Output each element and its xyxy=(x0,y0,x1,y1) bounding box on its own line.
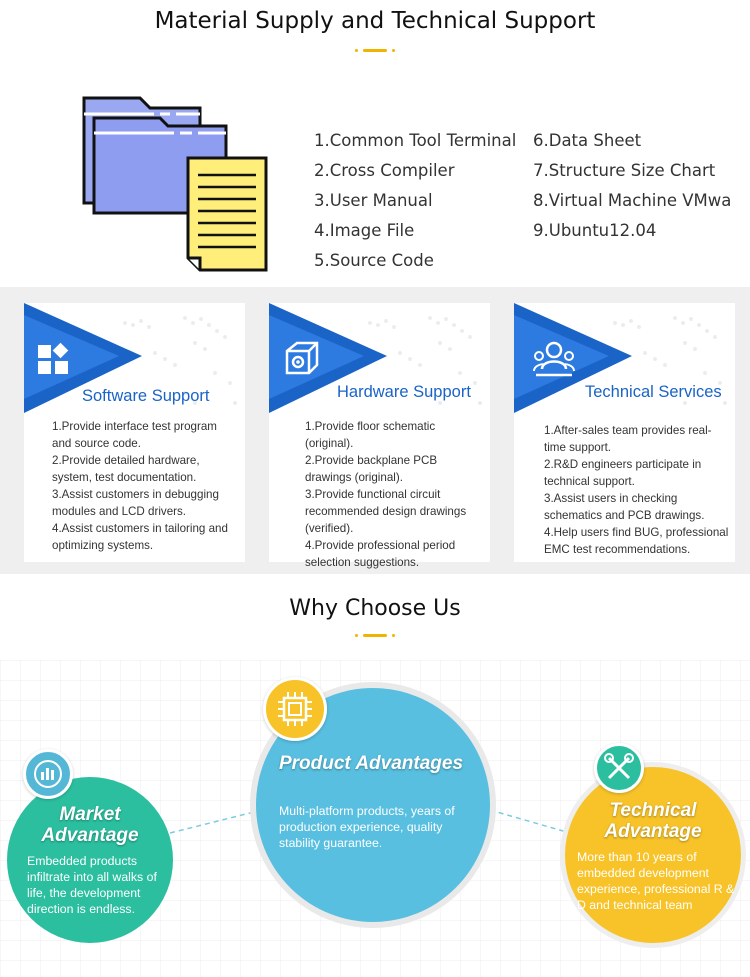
card-line: 2.R&D engineers participate in technical… xyxy=(544,458,702,488)
technical-advantage-body: More than 10 years of embedded developme… xyxy=(577,850,735,912)
material-list-left: 1.Common Tool Terminal 2.Cross Compiler … xyxy=(314,126,516,276)
title-line: Advantage xyxy=(41,825,139,846)
card-line: 2.Provide detailed hardware, system, tes… xyxy=(52,454,200,484)
material-item: 4.Image File xyxy=(314,221,415,240)
title-line: Market xyxy=(59,804,121,825)
material-item: 3.User Manual xyxy=(314,191,433,210)
hardware-support-card: Hardware Support 1.Provide floor schemat… xyxy=(269,303,490,569)
card-body: 1.Provide interface test program and sou… xyxy=(52,418,239,554)
team-people-icon xyxy=(533,341,575,377)
card-line: 1.After-sales team provides real-time su… xyxy=(544,424,712,454)
world-map-decoration xyxy=(613,316,727,405)
card-body: 1.After-sales team provides real-time su… xyxy=(544,422,729,558)
product-advantage-title: Product Advantages xyxy=(278,753,464,774)
building-chart-icon xyxy=(34,760,62,788)
section-title-why: Why Choose Us xyxy=(289,596,461,621)
support-section: Software Support 1.Provide interface tes… xyxy=(0,287,750,574)
folder-document-icon xyxy=(82,96,268,272)
tools-wrench-icon xyxy=(604,753,634,780)
technical-advantage-title: Technical Advantage xyxy=(570,800,736,842)
hardware-gear-icon xyxy=(285,341,319,375)
card-title: Hardware Support xyxy=(337,383,471,401)
world-map-decoration xyxy=(123,316,237,405)
section-title-material: Material Supply and Technical Support xyxy=(154,8,596,34)
chip-icon xyxy=(278,692,312,726)
title-divider xyxy=(355,47,395,53)
title-line: Technical xyxy=(609,800,697,821)
card-body: 1.Provide floor schematic (original). 2.… xyxy=(305,418,484,571)
card-line: 3.Assist users in checking schematics an… xyxy=(544,492,705,522)
material-list-right: 6.Data Sheet 7.Structure Size Chart 8.Vi… xyxy=(533,126,731,246)
card-line: 4.Help users find BUG, professional EMC … xyxy=(544,526,729,556)
card-line: 4.Provide professional period selection … xyxy=(305,539,456,569)
title-divider xyxy=(355,632,395,638)
material-item: 7.Structure Size Chart xyxy=(533,161,716,180)
blue-arrow-banner xyxy=(24,303,142,413)
technical-advantage-circle xyxy=(560,762,746,948)
material-item: 8.Virtual Machine VMwa xyxy=(533,191,732,210)
material-item: 5.Source Code xyxy=(314,251,434,270)
market-advantage-body: Embedded products infiltrate into all wa… xyxy=(27,854,157,916)
material-item: 9.Ubuntu12.04 xyxy=(533,221,657,240)
card-line: 3.Assist customers in debugging modules … xyxy=(52,488,219,518)
card-line: 3.Provide functional circuit recommended… xyxy=(305,488,467,535)
software-support-card: Software Support 1.Provide interface tes… xyxy=(24,303,245,562)
world-map-decoration xyxy=(368,316,482,405)
app-grid-icon xyxy=(38,342,69,374)
material-item: 1.Common Tool Terminal xyxy=(314,131,517,150)
card-line: 1.Provide interface test program and sou… xyxy=(52,420,217,450)
card-title: Technical Services xyxy=(585,383,722,401)
card-line: 2.Provide backplane PCB drawings (origin… xyxy=(305,454,438,484)
card-line: 4.Assist customers in tailoring and opti… xyxy=(52,522,228,552)
market-advantage-circle xyxy=(7,777,173,943)
card-title: Software Support xyxy=(82,387,210,405)
technical-services-card: Technical Services 1.After-sales team pr… xyxy=(514,303,735,562)
market-badge xyxy=(23,749,73,799)
material-item: 2.Cross Compiler xyxy=(314,161,455,180)
technical-badge xyxy=(594,743,644,793)
material-item: 6.Data Sheet xyxy=(533,131,642,150)
title-line: Advantage xyxy=(604,821,702,842)
product-badge xyxy=(263,677,327,741)
market-advantage-title: Market Advantage xyxy=(20,804,160,846)
product-advantage-body: Multi-platform products, years of produc… xyxy=(279,804,455,850)
card-line: 1.Provide floor schematic (original). xyxy=(305,420,436,450)
